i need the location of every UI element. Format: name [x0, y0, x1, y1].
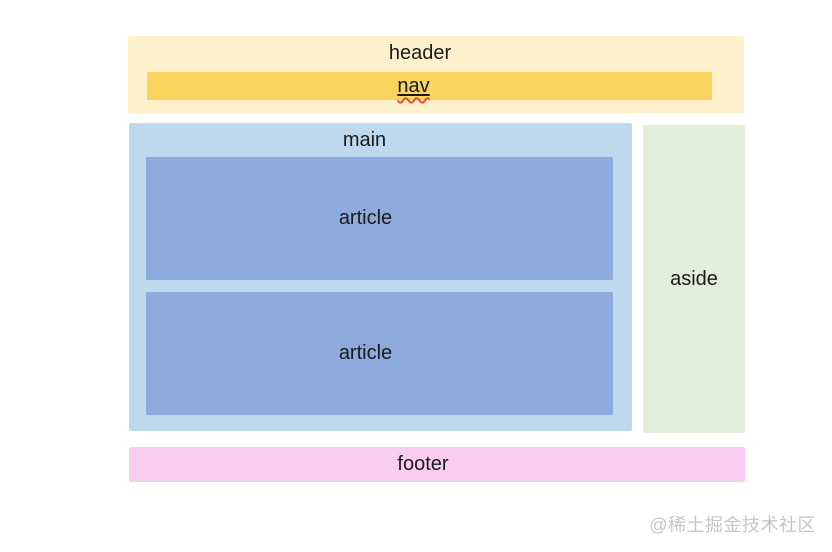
nav-link[interactable]: nav [397, 75, 429, 97]
aside-label: aside [670, 267, 718, 290]
watermark: @稀土掘金技术社区 [649, 515, 816, 535]
aside-section: aside [643, 125, 745, 433]
main-label: main [129, 123, 632, 152]
article-2-label: article [338, 342, 393, 364]
article-section-2: article [146, 292, 613, 415]
nav-section: nav [147, 72, 712, 100]
footer-section: footer [129, 447, 745, 482]
header-section: header nav [128, 36, 744, 113]
footer-label: footer [397, 453, 449, 475]
main-label-text: main [342, 129, 387, 151]
nav-label-text: nav [397, 75, 430, 97]
header-label: header [128, 36, 744, 65]
main-section: main article article [129, 123, 632, 431]
article-1-label: article [338, 207, 393, 229]
article-section-1: article [146, 157, 613, 280]
header-label-text: header [388, 42, 452, 64]
